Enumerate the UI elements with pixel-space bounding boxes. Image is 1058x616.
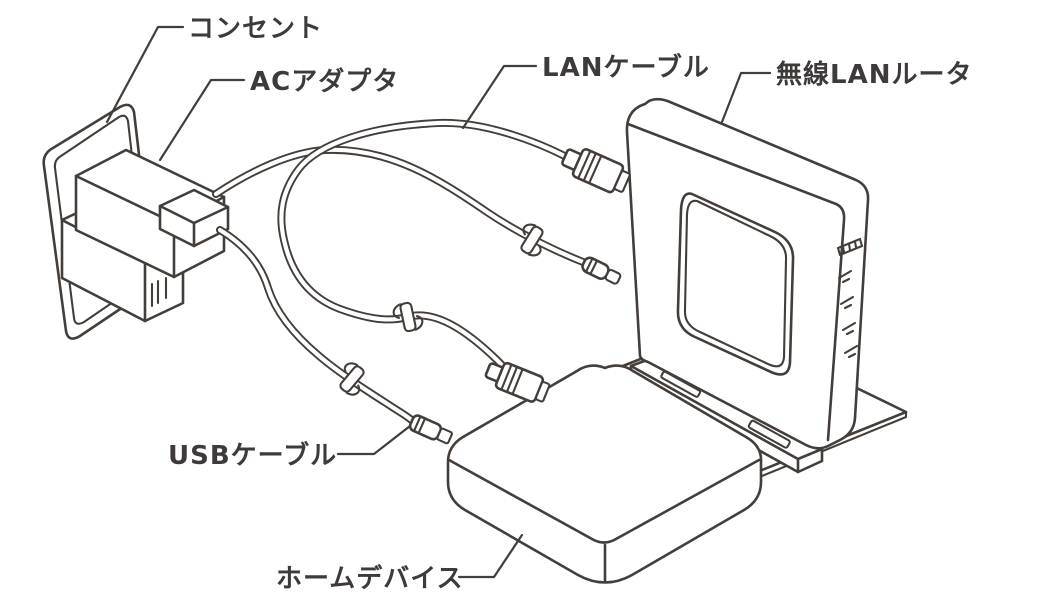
usb-cable	[216, 226, 420, 428]
leader-wireless-router	[720, 71, 772, 124]
cable-tie-power	[520, 223, 544, 257]
cable-tie-lan	[392, 301, 424, 333]
home-device	[446, 364, 763, 584]
lan-cable	[277, 118, 590, 384]
wireless-router	[625, 97, 870, 450]
label-lan-cable: LANケーブル	[542, 52, 710, 83]
usb-plug-adapter	[158, 188, 230, 248]
leader-lines	[105, 25, 772, 579]
label-ac-adapter: ACアダプタ	[250, 66, 399, 97]
leader-lan-cable	[461, 64, 538, 130]
leader-outlet	[105, 25, 185, 124]
usb-connector-device	[408, 414, 453, 445]
leader-home-device	[457, 533, 524, 579]
labels: コンセント ACアダプタ LANケーブル 無線LANルータ USBケーブル ホー…	[168, 14, 972, 594]
label-wireless-router: 無線LANルータ	[776, 59, 972, 90]
lan-connector-device	[484, 361, 551, 403]
lan-connector-router	[561, 147, 631, 194]
router-led-panel	[836, 237, 864, 359]
leader-usb-cable	[336, 424, 412, 456]
label-usb-cable: USBケーブル	[168, 440, 337, 471]
cable-tie-usb	[339, 362, 365, 396]
power-connector-router	[581, 256, 622, 285]
leader-ac-adapter	[158, 78, 246, 162]
label-home-device: ホームデバイス	[276, 563, 463, 594]
label-outlet: コンセント	[188, 14, 323, 44]
